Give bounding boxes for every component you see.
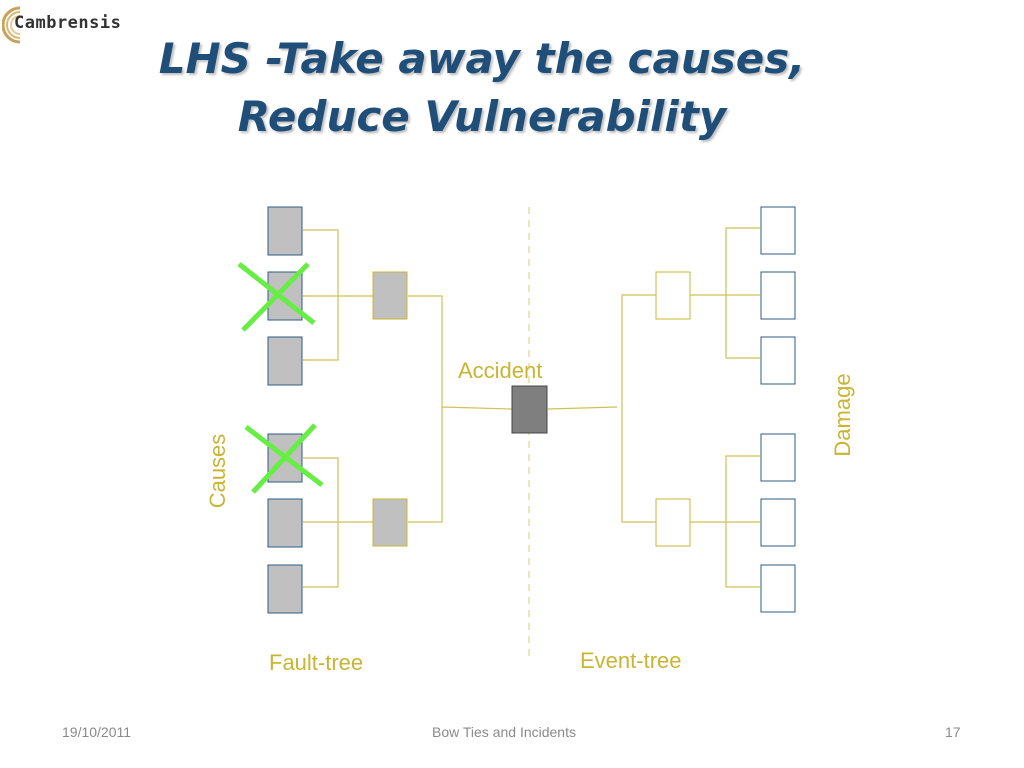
footer-title: Bow Ties and Incidents: [432, 724, 576, 740]
damage-box-5: [760, 498, 796, 547]
damage-box-4: [760, 433, 796, 482]
cause-box-6: [267, 564, 303, 614]
event-intermediate-box-2: [655, 498, 691, 547]
damage-label: Damage: [830, 373, 855, 457]
cause-box-2: [267, 271, 303, 321]
title-line-2: Reduce Vulnerability: [237, 92, 727, 141]
fault-tree-lines: [303, 229, 513, 588]
title-line-1: LHS -Take away the causes,: [158, 34, 806, 83]
event-intermediate-boxes: [655, 271, 691, 547]
cause-box-1: [267, 206, 303, 256]
fault-intermediate-box-1: [372, 271, 408, 320]
cause-box-3: [267, 336, 303, 386]
event-tree-lines: [547, 227, 760, 588]
damage-box-3: [760, 336, 796, 385]
cause-boxes: [267, 206, 303, 614]
cause-box-5: [267, 498, 303, 548]
event-tree-label: Event-tree: [580, 648, 682, 673]
accident-box: [511, 385, 548, 434]
damage-box-2: [760, 271, 796, 320]
accident-label: Accident: [458, 358, 543, 383]
damage-boxes: [760, 206, 796, 613]
logo-arc-icon: [2, 6, 21, 44]
fault-intermediate-box-2: [372, 498, 408, 547]
logo-text: Cambrensis: [14, 13, 122, 33]
footer-page-number: 17: [945, 724, 961, 740]
fault-intermediate-boxes: [372, 271, 408, 547]
footer-date: 19/10/2011: [62, 724, 132, 740]
logo: Cambrensis: [2, 4, 142, 44]
slide-title: LHS -Take away the causes, Reduce Vulner…: [0, 30, 964, 146]
green-cross-icon: [244, 423, 324, 494]
causes-label: Causes: [205, 433, 230, 509]
fault-tree-label: Fault-tree: [269, 650, 364, 675]
damage-box-1: [760, 206, 796, 255]
damage-box-6: [760, 564, 796, 613]
green-cross-icon: [237, 262, 316, 332]
event-intermediate-box-1: [655, 271, 691, 320]
